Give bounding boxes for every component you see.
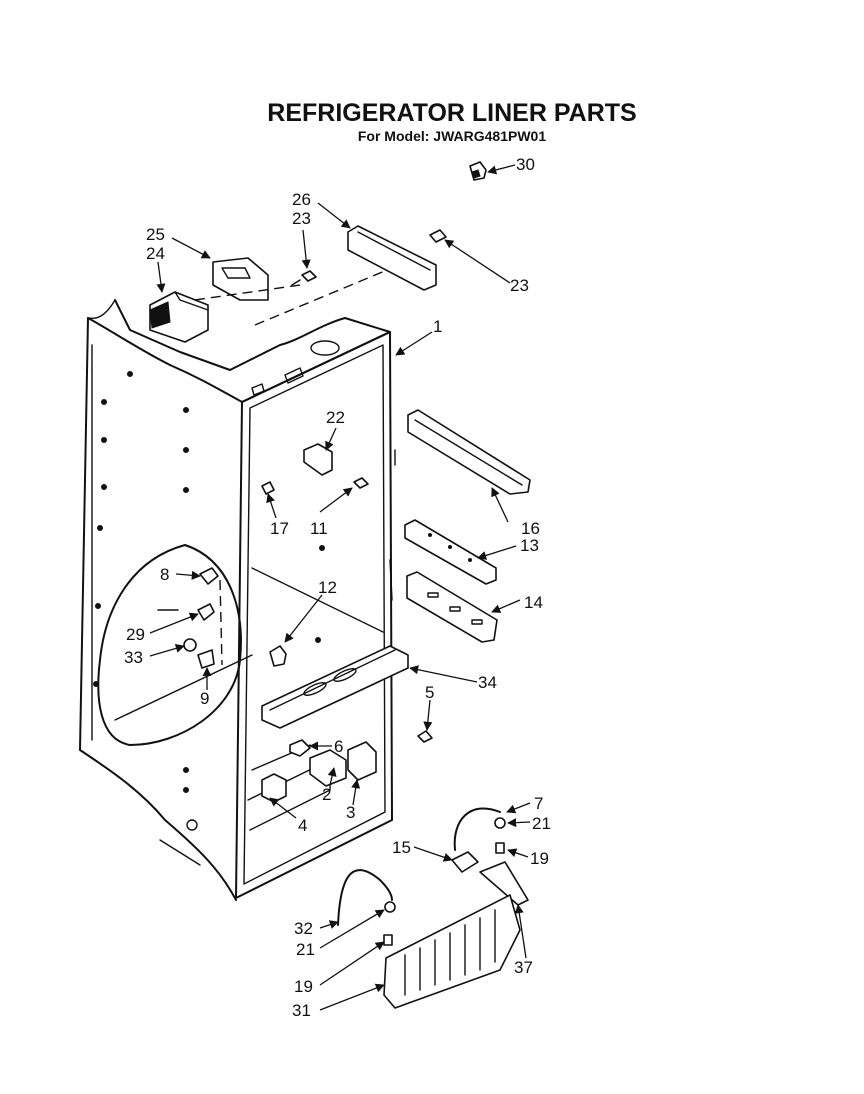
callout-6: 6: [334, 737, 343, 756]
callout-33: 33: [124, 648, 143, 667]
callout-14: 14: [524, 593, 543, 612]
clip-part-30: [469, 161, 487, 181]
water-tube-part-7: [453, 807, 501, 851]
callout-31: 31: [292, 1001, 311, 1020]
rail-part-14: [406, 571, 498, 643]
callout-34: 34: [478, 673, 497, 692]
callout-3: 3: [346, 803, 355, 822]
bracket-part-9: [197, 649, 215, 669]
bracket-part-25: [212, 257, 269, 301]
callout-30: 30: [516, 155, 535, 174]
callout-25: 25: [146, 225, 165, 244]
switch-part-3: [347, 741, 377, 781]
callout-23-top: 23: [292, 209, 311, 228]
callout-2: 2: [322, 785, 331, 804]
callout-8: 8: [160, 565, 169, 584]
fastener-part-8: [199, 567, 219, 585]
callout-23-right: 23: [510, 276, 529, 295]
callout-26: 26: [292, 190, 311, 209]
water-tube-part-32: [337, 869, 393, 926]
nut-part-21-left: [384, 901, 396, 913]
callout-9: 9: [200, 689, 209, 708]
callout-21-left: 21: [296, 940, 315, 959]
screw-part-23-left: [291, 270, 317, 286]
callout-15: 15: [392, 838, 411, 857]
diagram-title: REFRIGERATOR LINER PARTS: [267, 99, 636, 127]
screw-part-23-right: [429, 229, 447, 243]
callout-4: 4: [298, 816, 307, 835]
bracket-part-37: [479, 861, 529, 906]
screw-part-11: [353, 477, 369, 489]
callout-17: 17: [270, 519, 289, 538]
callout-7: 7: [534, 794, 543, 813]
control-housing-part-24: [149, 291, 209, 343]
callout-5: 5: [425, 683, 434, 702]
channel-part-26: [347, 225, 437, 291]
callout-11: 11: [310, 519, 328, 538]
fitting-part-29: [197, 603, 215, 621]
insert-part-19-left: [383, 934, 393, 946]
valve-part-15: [451, 851, 479, 873]
bracket-part-22: [303, 443, 333, 476]
callout-37: 37: [514, 958, 533, 977]
callout-22: 22: [326, 408, 345, 427]
diagram-subtitle: For Model: JWARG481PW01: [358, 128, 546, 144]
callout-1: 1: [433, 317, 442, 336]
callout-19-left: 19: [294, 977, 313, 996]
cabinet-outline: [79, 299, 396, 901]
callout-13: 13: [520, 536, 539, 555]
rail-part-13: [404, 519, 497, 585]
callout-24: 24: [146, 244, 165, 263]
screw-part-5: [417, 730, 433, 743]
cap-part-33: [183, 638, 197, 652]
callout-32: 32: [294, 919, 313, 938]
detail-circle: [97, 544, 242, 746]
side-rivets: [93, 371, 325, 831]
callout-12: 12: [318, 578, 337, 597]
block-part-4: [261, 773, 287, 803]
screw-part-17: [261, 481, 275, 495]
leader-lines: [149, 164, 531, 1011]
callout-labels: 30 26 23 23 25 24 1 22 17 11 16 13 8 12 …: [124, 155, 551, 1020]
reservoir-part-31: [383, 894, 521, 1009]
callout-29: 29: [126, 625, 145, 644]
socket-part-6: [289, 739, 311, 757]
callout-19-right: 19: [530, 849, 549, 868]
nut-part-21-right: [494, 817, 506, 829]
fastener-part-12: [269, 645, 287, 667]
callout-16: 16: [521, 519, 540, 538]
cover-part-34: [261, 645, 409, 729]
insert-part-19-right: [495, 842, 505, 854]
shelf-rail-part-16: [407, 409, 531, 495]
callout-21-right: 21: [532, 814, 551, 833]
